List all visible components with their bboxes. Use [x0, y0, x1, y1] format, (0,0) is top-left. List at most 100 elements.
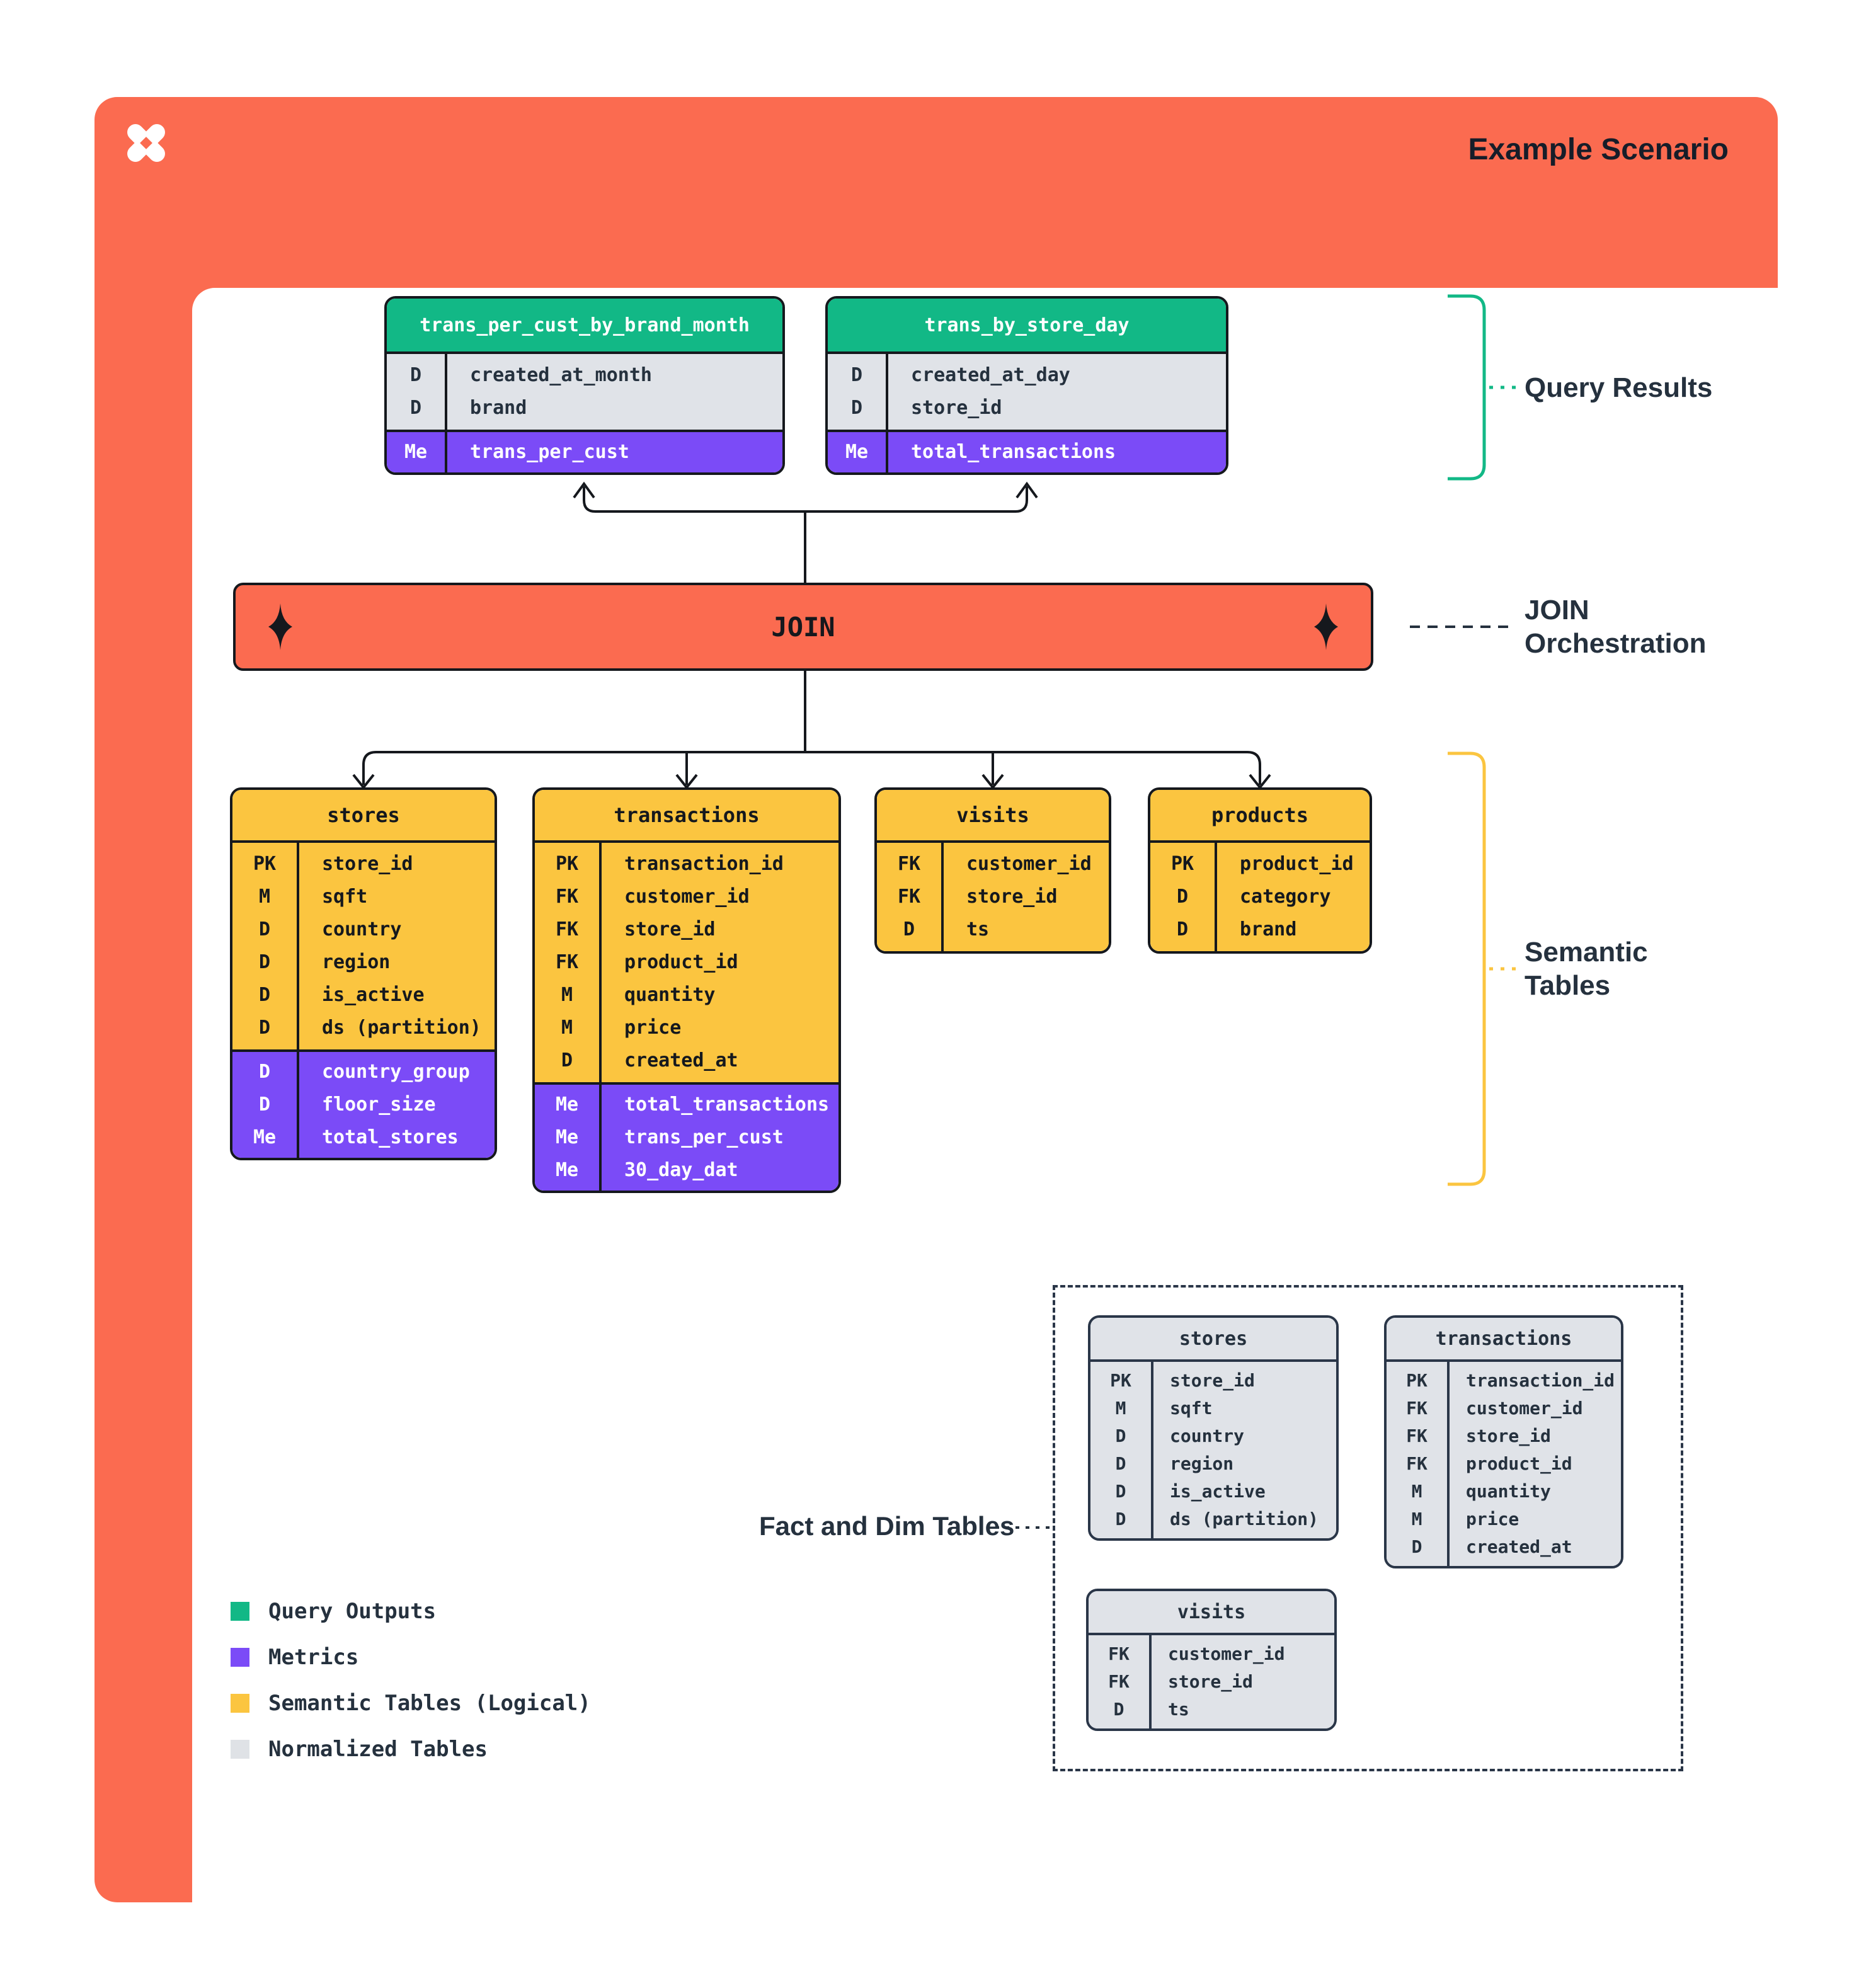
field-key: M [258, 886, 271, 908]
field-name: category [1240, 886, 1331, 908]
field-key: D [1176, 918, 1189, 940]
field-name: store_id [1170, 1370, 1255, 1391]
join-orchestration-label: JOIN Orchestration [1525, 593, 1707, 660]
join-bar: JOIN [233, 583, 1373, 671]
field-key: PK [253, 853, 277, 875]
query-results-label-text: Query Results [1525, 372, 1713, 403]
table-title: visits [1089, 1591, 1334, 1635]
table-title: products [1150, 790, 1370, 843]
semantic-tables-label: Semantic Tables [1525, 935, 1648, 1002]
legend-label: Semantic Tables (Logical) [268, 1691, 591, 1716]
field-name: created_at [1466, 1536, 1572, 1557]
field-key: FK [1406, 1453, 1428, 1474]
field-key: FK [555, 886, 579, 908]
legend-swatch [231, 1602, 249, 1621]
field-key: D [850, 397, 863, 419]
fact-dim-tables-label: Fact and Dim Tables [759, 1511, 1014, 1541]
field-name: is_active [1170, 1481, 1266, 1502]
field-key: FK [555, 951, 579, 973]
key-column-divider [297, 843, 299, 1158]
field-key: D [409, 364, 422, 386]
field-key: Me [555, 1126, 579, 1148]
table-title: visits [877, 790, 1109, 843]
field-key: D [850, 364, 863, 386]
key-column-divider [599, 843, 602, 1191]
field-name: ts [966, 918, 990, 940]
field-key: PK [1170, 853, 1194, 875]
table-title: stores [1090, 1318, 1336, 1362]
legend-item: Metrics [231, 1643, 591, 1671]
field-name: store_id [966, 886, 1058, 908]
field-name: country_group [322, 1061, 470, 1083]
field-key: D [409, 397, 422, 419]
field-key: D [258, 1017, 271, 1039]
fact-dim-tables-container [1053, 1285, 1683, 1771]
field-key: D [1411, 1536, 1422, 1557]
field-key: D [258, 1094, 271, 1116]
legend-item: Query Outputs [231, 1597, 591, 1625]
key-column-divider [941, 843, 944, 951]
table-title: trans_per_cust_by_brand_month [387, 299, 782, 354]
field-key: PK [1110, 1370, 1131, 1391]
field-name: brand [470, 397, 527, 419]
field-key: M [1411, 1481, 1422, 1502]
field-key: D [1176, 886, 1189, 908]
field-name: ts [1168, 1699, 1189, 1720]
field-name: store_id [624, 918, 716, 940]
diamond-icon [1314, 603, 1338, 650]
page-title: Example Scenario [1468, 133, 1729, 166]
legend-label: Normalized Tables [268, 1737, 488, 1762]
field-name: brand [1240, 918, 1297, 940]
table-title: trans_by_store_day [828, 299, 1226, 354]
field-key: FK [1406, 1425, 1428, 1446]
field-name: customer_id [624, 886, 750, 908]
semantic-tables-line1: Semantic [1525, 937, 1648, 968]
field-key: D [1115, 1481, 1126, 1502]
field-key: FK [555, 918, 579, 940]
field-key: D [258, 984, 271, 1006]
semantic-tables-line2: Tables [1525, 970, 1611, 1001]
key-column-divider [886, 354, 888, 472]
field-key: PK [555, 853, 579, 875]
diamond-icon [268, 603, 292, 650]
legend-swatch [231, 1740, 249, 1759]
field-name: product_id [1466, 1453, 1572, 1474]
key-column-divider [445, 354, 447, 472]
field-name: customer_id [1466, 1398, 1583, 1419]
field-name: created_at [624, 1049, 738, 1071]
field-key: D [258, 918, 271, 940]
key-column-divider [1447, 1362, 1450, 1566]
field-key: D [258, 951, 271, 973]
field-name: country [322, 918, 402, 940]
field-key: D [1113, 1699, 1124, 1720]
